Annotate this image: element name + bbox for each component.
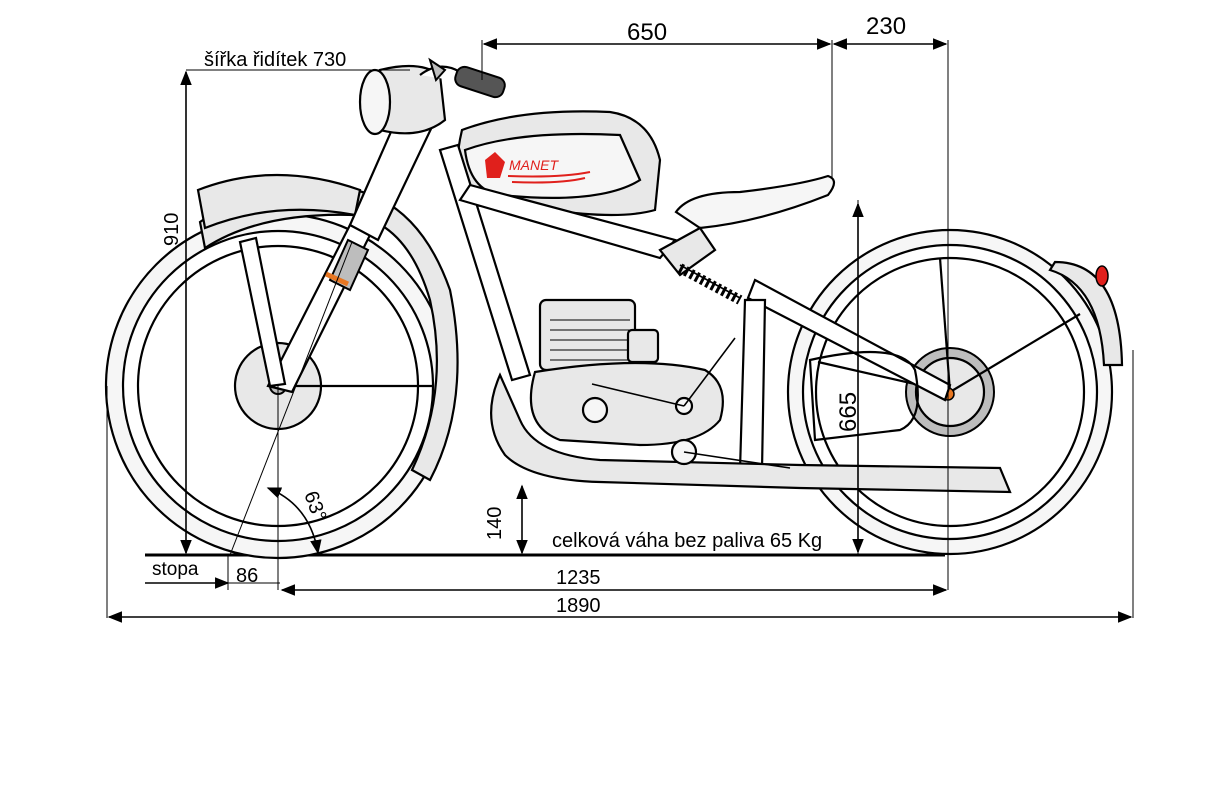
motorcycle: MANET — [104, 57, 1124, 560]
label-665: 665 — [835, 392, 862, 432]
label-1890: 1890 — [556, 595, 601, 617]
label-910: 910 — [161, 213, 183, 246]
engine — [529, 298, 736, 447]
label-1235: 1235 — [556, 567, 601, 589]
rear-shock — [677, 263, 743, 305]
headlight — [358, 64, 447, 136]
exhaust — [490, 372, 1012, 494]
seat — [674, 174, 836, 230]
label-86: 86 — [236, 565, 258, 587]
manet-logo: MANET — [485, 152, 591, 184]
footrest — [670, 438, 791, 469]
label-230: 230 — [866, 13, 906, 40]
label-650: 650 — [627, 19, 667, 46]
frame — [438, 143, 952, 472]
rear-mudguard — [1048, 260, 1124, 367]
dimension-labels: šířka řidítek 730 650 230 910 665 140 63… — [152, 13, 906, 617]
label-140: 140 — [484, 507, 506, 540]
svg-text:MANET: MANET — [509, 157, 559, 173]
label-weight: celková váha bez paliva 65 Kg — [552, 530, 822, 552]
fuel-tank: MANET — [456, 110, 662, 217]
rear-light — [1095, 265, 1109, 287]
label-handlebar-width: šířka řidítek 730 — [204, 49, 346, 71]
front-fork — [238, 98, 442, 394]
dimension-lines — [106, 38, 1134, 623]
handlebar — [419, 57, 506, 99]
label-stopa: stopa — [152, 559, 199, 580]
rake-angle-arc — [266, 487, 322, 555]
